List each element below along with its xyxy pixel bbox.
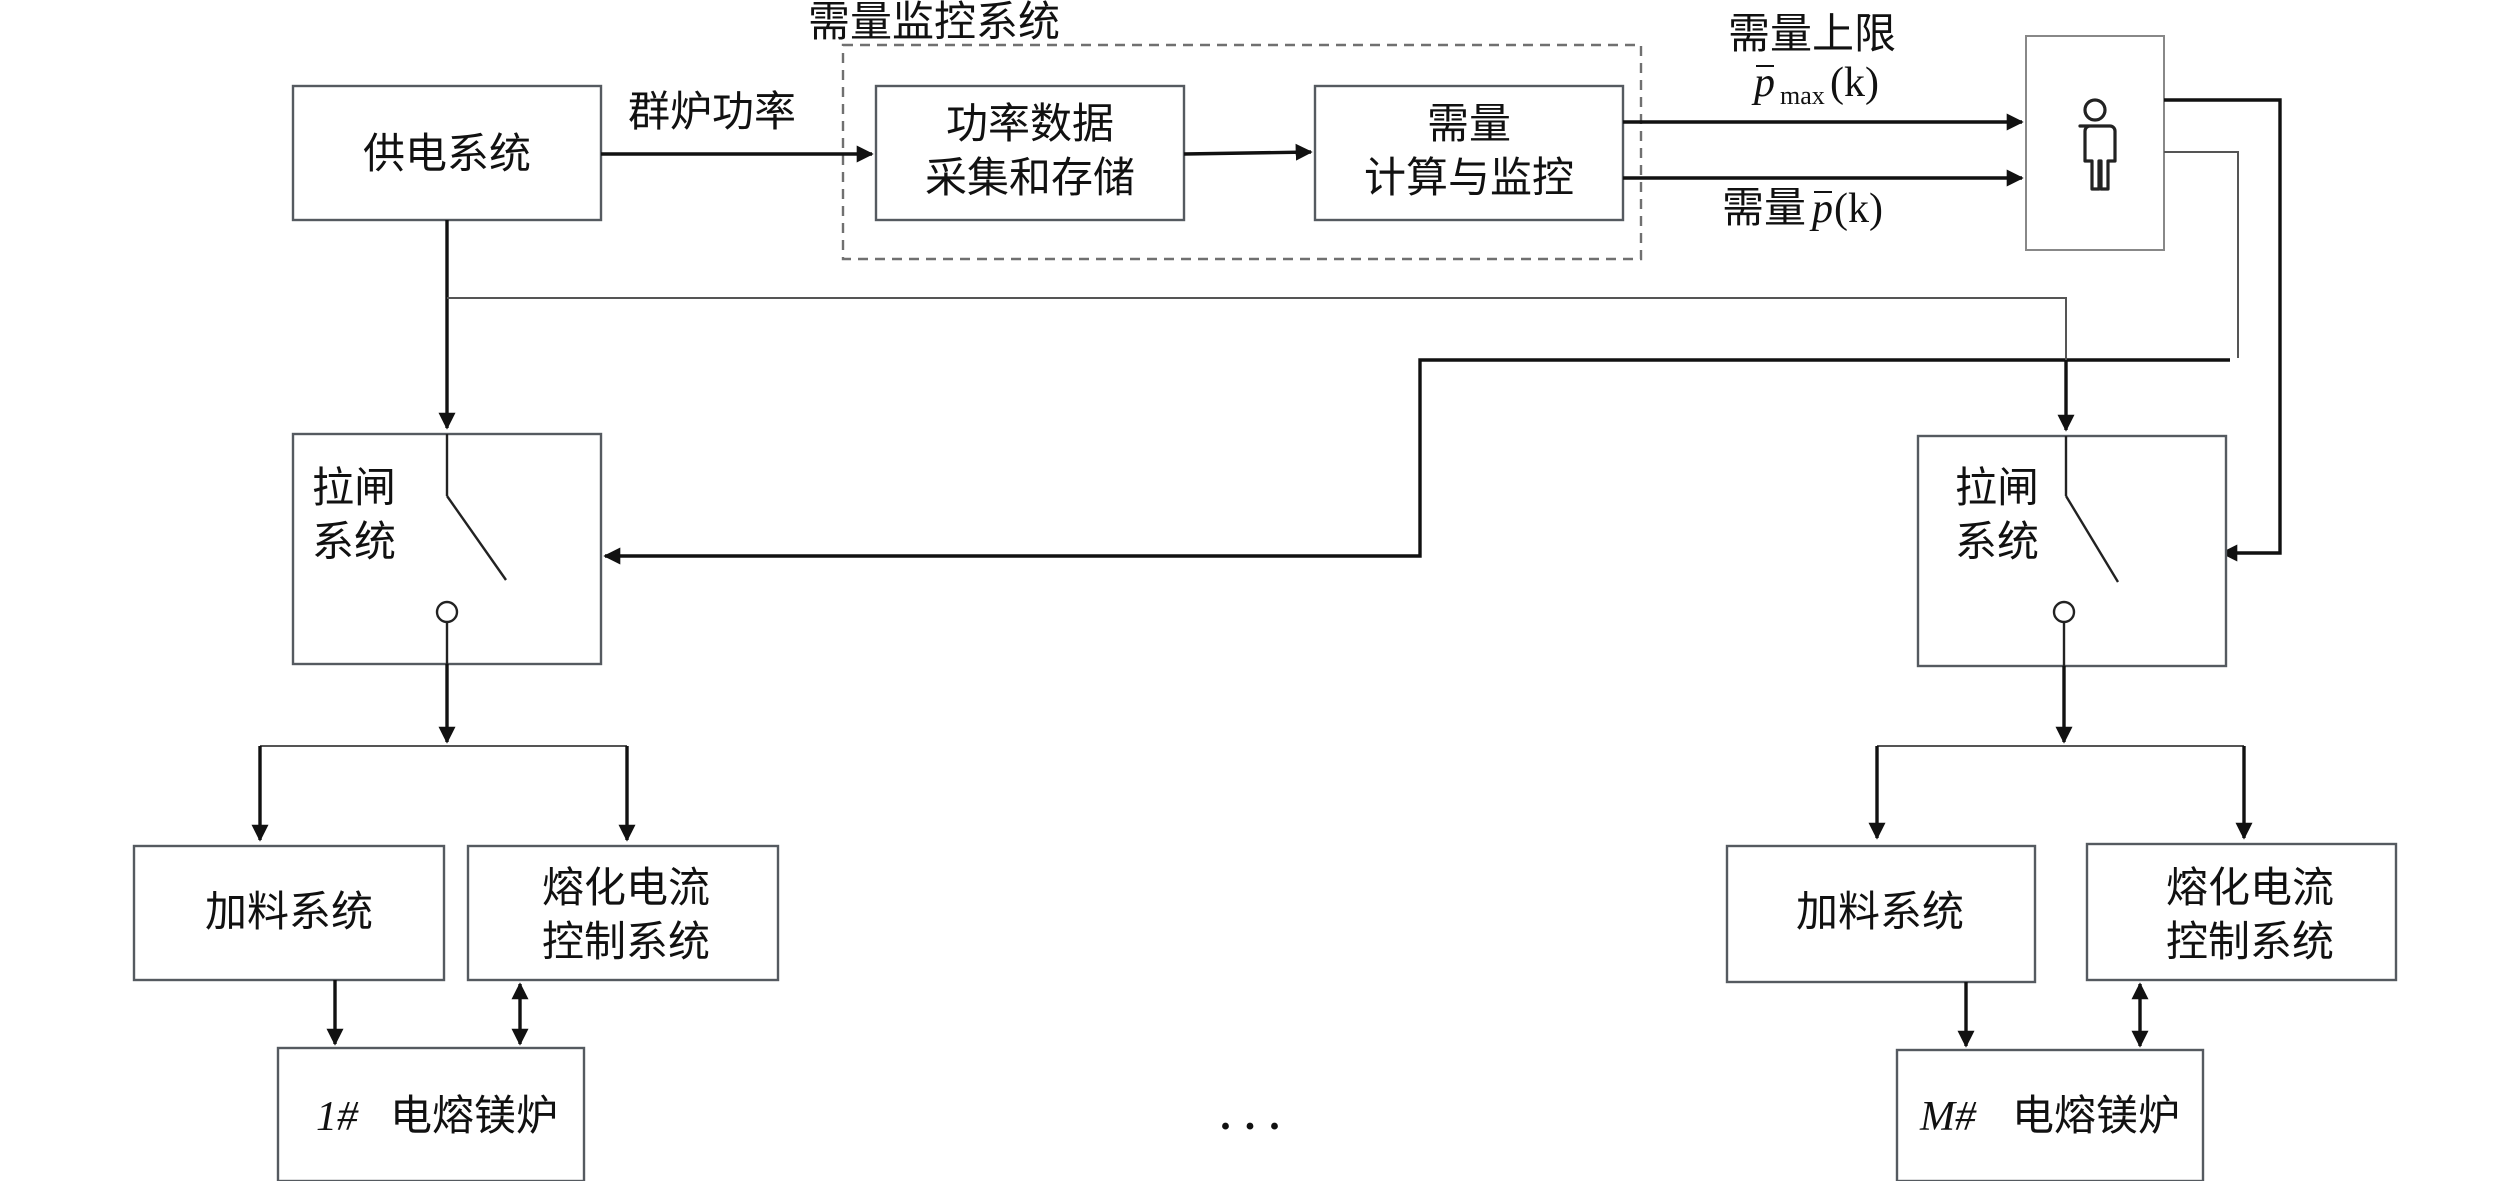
feed-1-label: 加料系统: [205, 890, 373, 936]
furnace-1-id: 1#: [316, 1094, 359, 1140]
switch-1-line2: 系统: [312, 520, 396, 566]
switch-m-terminal-icon: [2052, 600, 2076, 624]
melt-1-line2: 控制系统: [542, 920, 710, 966]
switch-1-terminal-icon: [435, 600, 459, 624]
switch-m-box: [1916, 434, 2228, 668]
operator-feedback-line: [2164, 151, 2239, 358]
upper-limit-label: 需量上限: [1728, 12, 1896, 58]
furnace-1-box: [276, 1046, 586, 1181]
melt-m-line1: 熔化电流: [2166, 865, 2334, 912]
switch-m-line2: 系统: [1955, 520, 2039, 566]
person-icon: [2078, 98, 2117, 191]
melt-1-box: [466, 844, 780, 982]
melt-m-box: [2085, 842, 2398, 982]
supply-to-switch-m-line: [447, 297, 2067, 430]
feed-m-label: 加料系统: [1796, 890, 1964, 936]
switch-m-blade-icon: [2064, 495, 2120, 583]
group-power-label: 群炉功率: [628, 89, 796, 136]
switch-1-line1: 拉闸: [312, 465, 396, 512]
demand-symbol: p: [1809, 186, 1833, 232]
demand-label: 需量: [1722, 186, 1806, 232]
upper-limit-arg: (k): [1830, 60, 1879, 106]
demand-calc-box: [1313, 84, 1625, 222]
melt-m-line2: 控制系统: [2166, 920, 2334, 966]
furnace-m-box: [1895, 1048, 2205, 1181]
monitor-group-frame: [841, 43, 1643, 261]
data-collection-line1: 功率数据: [946, 101, 1114, 148]
monitor-group-title: 需量监控系统: [808, 0, 1060, 46]
feed-1-box: [132, 844, 446, 982]
demand-calc-line2: 计算与监控: [1364, 156, 1574, 202]
data-collection-box: [874, 84, 1186, 222]
ellipsis: · · ·: [1218, 1104, 1281, 1150]
switch-m-line1: 拉闸: [1955, 465, 2039, 512]
operator-to-switch-1-line: [603, 358, 2230, 565]
upper-limit-subscript: max: [1780, 81, 1825, 110]
demand-arg: (k): [1834, 186, 1883, 232]
data-collection-line2: 采集和存储: [925, 156, 1135, 202]
upper-limit-symbol: p: [1751, 60, 1775, 106]
operator-box: [2025, 35, 2165, 251]
furnace-m-id: M#: [1919, 1094, 1977, 1140]
furnace-1-label: 电熔镁炉: [390, 1093, 558, 1140]
melt-1-line1: 熔化电流: [542, 865, 710, 912]
power-supply-label: 供电系统: [363, 132, 531, 178]
operator-to-switch-m-line: [2164, 98, 2282, 562]
switch-1-blade-icon: [446, 495, 507, 581]
demand-calc-line1: 需量: [1427, 102, 1511, 148]
furnace-m-label: 电熔镁炉: [2012, 1093, 2180, 1140]
feed-m-box: [1725, 844, 2037, 984]
data-to-calc-arrow: [1183, 143, 1313, 161]
